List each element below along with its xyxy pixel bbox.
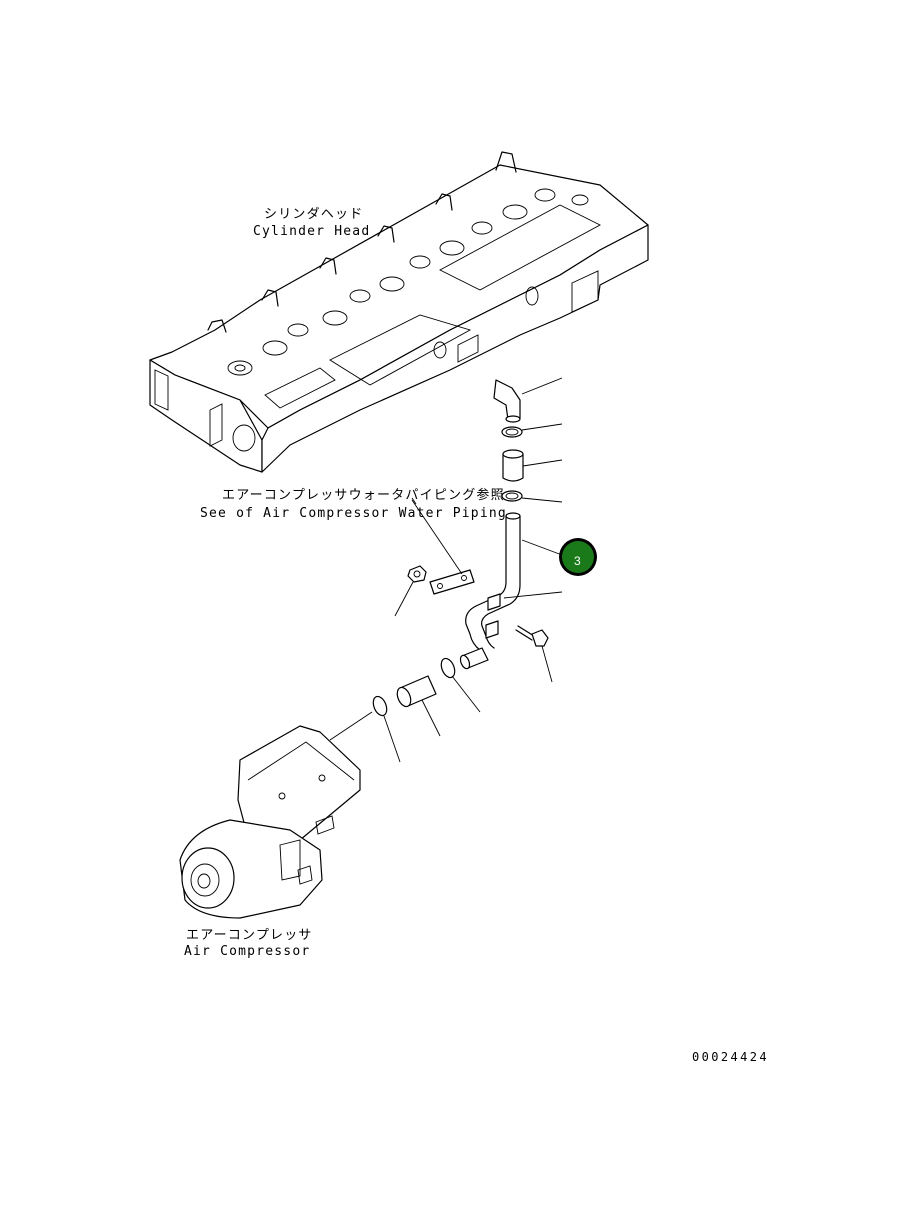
callout-3-badge	[562, 541, 594, 573]
hose-clamp-upper	[501, 426, 523, 438]
nut	[407, 565, 427, 583]
clamp-plate	[429, 569, 475, 595]
elbow-fitting	[493, 379, 521, 423]
cylinder-head-label-en: Cylinder Head	[253, 224, 370, 239]
lower-hose-clamp-1	[440, 657, 456, 679]
bolt	[515, 625, 549, 647]
callout-3-number: 3	[574, 554, 581, 568]
hose-clamp-lower	[501, 490, 523, 502]
air-compressor-label-en: Air Compressor	[184, 944, 310, 959]
callout-3[interactable]: 3	[559, 538, 597, 576]
cylinder-head-label-jp: シリンダヘッド	[264, 207, 363, 222]
air-compressor-label-jp: エアーコンプレッサ	[186, 928, 313, 943]
air-compressor	[179, 725, 361, 919]
water-piping-label-jp: エアーコンプレッサウォータパイピング参照	[222, 487, 505, 503]
cylinder-head	[149, 151, 649, 473]
water-piping-label-en: See of Air Compressor Water Piping	[200, 506, 507, 521]
rubber-hose-upper	[502, 449, 524, 482]
water-pipe	[465, 512, 521, 651]
lower-pipe-end	[459, 647, 489, 670]
drawing-number: 00024424	[692, 1050, 769, 1064]
rubber-hose-lower	[396, 675, 437, 708]
lower-hose-clamp-2	[372, 695, 388, 717]
